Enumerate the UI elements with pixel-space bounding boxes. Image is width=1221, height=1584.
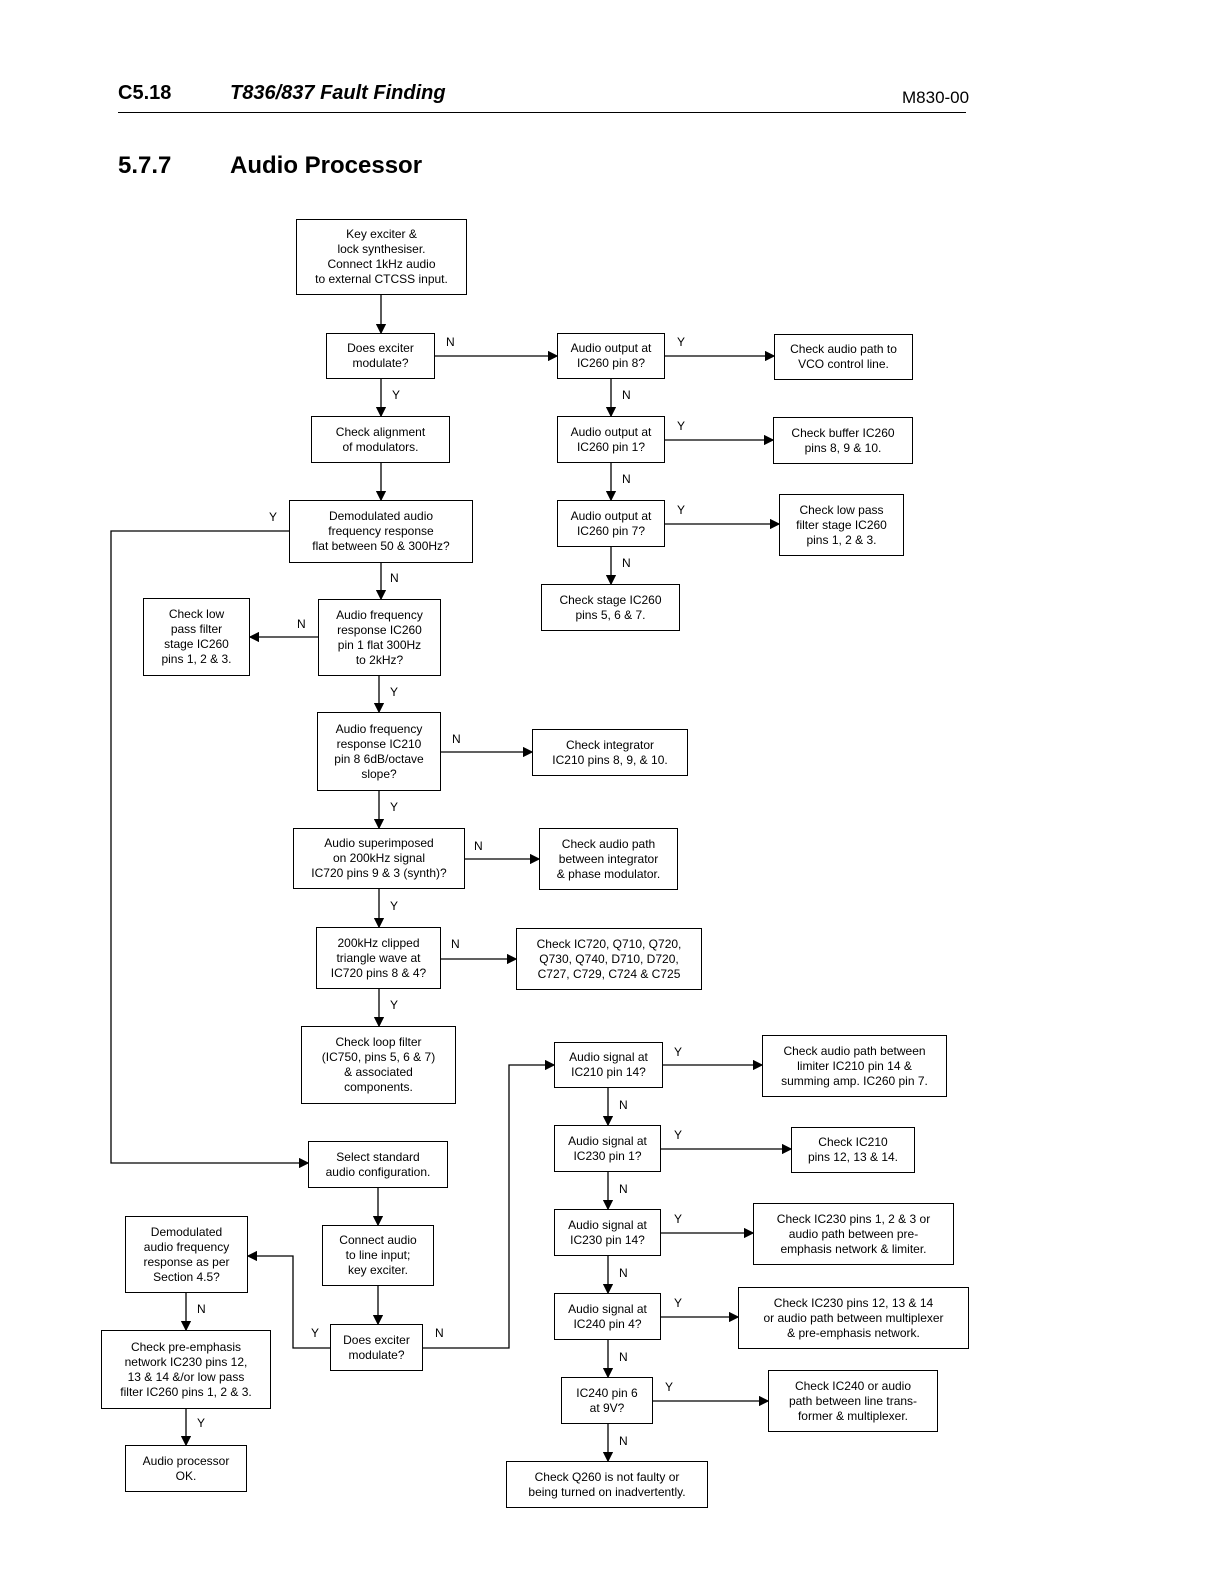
branch-label-no: N [622,472,631,486]
branch-label-no: N [390,571,399,585]
check-lowpass-right-box: Check low pass filter stage IC260 pins 1… [779,494,904,556]
branch-label-no: N [619,1350,628,1364]
branch-label-yes: Y [390,685,399,699]
check-ic230-123-box: Check IC230 pins 1, 2 & 3 or audio path … [753,1203,954,1265]
branch-label-no: N [446,335,455,349]
branch-label-no: N [619,1434,628,1448]
decision-flat-50-300hz: Demodulated audio frequency response fla… [289,500,473,563]
check-buffer-box: Check buffer IC260 pins 8, 9 & 10. [773,417,913,464]
start-box: Key exciter & lock synthesiser. Connect … [296,219,467,295]
connector [246,1250,330,1349]
branch-label-yes: Y [677,503,686,517]
check-vco-box: Check audio path to VCO control line. [774,334,913,380]
decision-200khz-triangle: 200kHz clipped triangle wave at IC720 pi… [316,927,441,989]
decision-exciter-modulate-2: Does exciter modulate? [330,1324,423,1371]
check-lowpass-left-box: Check low pass filter stage IC260 pins 1… [143,598,250,676]
branch-label-yes: Y [311,1326,320,1340]
check-q260-box: Check Q260 is not faulty or being turned… [506,1461,708,1508]
decision-audio-superimposed: Audio superimposed on 200kHz signal IC72… [293,828,465,889]
audio-processor-ok-box: Audio processor OK. [125,1445,247,1492]
branch-label-yes: Y [390,899,399,913]
branch-label-no: N [619,1266,628,1280]
check-preemphasis-box: Check pre-emphasis network IC230 pins 12… [101,1330,271,1409]
branch-label-no: N [197,1302,206,1316]
branch-label-yes: Y [677,335,686,349]
document-code: M830-00 [902,88,970,107]
decision-ic230-pin1: Audio signal at IC230 pin 1? [554,1125,661,1172]
decision-ic260-pin7: Audio output at IC260 pin 7? [557,500,665,547]
branch-label-yes: Y [674,1045,683,1059]
connector [423,1059,556,1349]
page-number: C5.18 [118,82,172,104]
check-integrator-box: Check integrator IC210 pins 8, 9, & 10. [532,729,688,776]
branch-label-no: N [474,839,483,853]
check-ic230-121314-box: Check IC230 pins 12, 13 & 14 or audio pa… [738,1287,969,1349]
branch-label-no: N [619,1182,628,1196]
check-alignment-box: Check alignment of modulators. [311,416,450,463]
decision-demod-section: Demodulated audio frequency response as … [125,1216,248,1293]
decision-ic260-pin1-flat: Audio frequency response IC260 pin 1 fla… [318,599,441,676]
branch-label-no: N [435,1326,444,1340]
decision-ic230-pin14: Audio signal at IC230 pin 14? [554,1209,661,1256]
check-stage-box: Check stage IC260 pins 5, 6 & 7. [541,584,680,631]
decision-ic260-pin1: Audio output at IC260 pin 1? [557,416,665,463]
decision-ic240-pin4: Audio signal at IC240 pin 4? [554,1293,661,1340]
check-ic720-box: Check IC720, Q710, Q720, Q730, Q740, D71… [516,928,702,990]
branch-label-yes: Y [269,510,278,524]
branch-label-yes: Y [392,388,401,402]
branch-label-yes: Y [197,1416,206,1430]
section-number: 5.7.7 [118,152,172,179]
branch-label-yes: Y [390,998,399,1012]
connector [110,530,310,1169]
branch-label-no: N [451,937,460,951]
branch-label-no: N [297,617,306,631]
section-title: Audio Processor [230,152,423,179]
decision-ic260-pin8: Audio output at IC260 pin 8? [557,333,665,379]
header-rule [118,112,966,113]
connect-line-box: Connect audio to line input; key exciter… [322,1225,434,1286]
decision-ic210-pin8: Audio frequency response IC210 pin 8 6dB… [317,712,441,791]
check-ic240-box: Check IC240 or audio path between line t… [768,1370,938,1432]
branch-label-yes: Y [674,1212,683,1226]
decision-exciter-modulate: Does exciter modulate? [326,333,435,379]
check-loop-filter-box: Check loop filter (IC750, pins 5, 6 & 7)… [301,1026,456,1104]
branch-label-no: N [619,1098,628,1112]
check-ic210-box: Check IC210 pins 12, 13 & 14. [791,1127,915,1173]
check-path-integrator-box: Check audio path between integrator & ph… [539,828,678,890]
document-title: T836/837 Fault Finding [230,82,446,104]
branch-label-no: N [622,556,631,570]
select-standard-box: Select standard audio configuration. [308,1141,448,1188]
decision-ic240-pin6: IC240 pin 6 at 9V? [561,1377,653,1424]
decision-ic210-pin14: Audio signal at IC210 pin 14? [554,1042,663,1088]
branch-label-no: N [452,732,461,746]
branch-label-yes: Y [674,1296,683,1310]
branch-label-no: N [622,388,631,402]
branch-label-yes: Y [674,1128,683,1142]
branch-label-yes: Y [677,419,686,433]
check-limiter-box: Check audio path between limiter IC210 p… [762,1035,947,1097]
branch-label-yes: Y [665,1380,674,1394]
branch-label-yes: Y [390,800,399,814]
